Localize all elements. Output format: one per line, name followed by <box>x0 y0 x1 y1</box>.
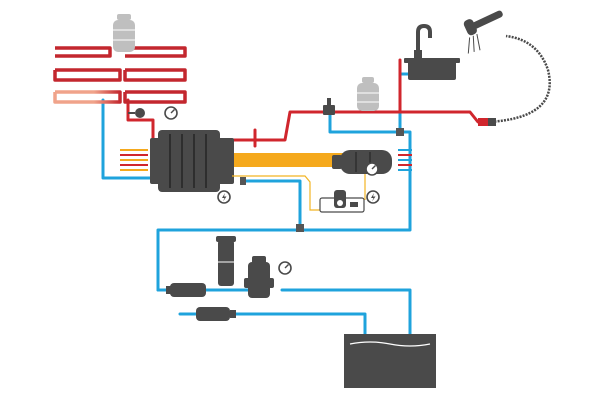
gauge-icon-coil <box>164 106 178 120</box>
coil-segment-faded <box>53 90 122 104</box>
hot-water-lines <box>126 58 490 148</box>
wire-engine-panel <box>232 175 322 211</box>
shower-head-icon <box>463 10 503 54</box>
expansion-tank-mid <box>357 77 379 111</box>
water-tank <box>344 334 436 388</box>
shower-hose <box>487 34 551 124</box>
lightning-bolt-icon-panel <box>366 190 380 204</box>
lightning-bolt-icon-engine <box>217 190 231 204</box>
filter-primary <box>166 283 206 297</box>
shower <box>463 10 551 126</box>
generator-heater <box>332 150 392 174</box>
heat-exchanger-coil <box>53 46 187 104</box>
hot-line-to-shower <box>230 110 490 142</box>
expansion-tank-top <box>113 14 135 52</box>
cold-line-coil-return <box>101 98 154 180</box>
cold-line-right-branch <box>328 113 402 134</box>
pressure-accumulator <box>216 236 236 286</box>
cold-line-engine-loop <box>241 179 302 226</box>
control-wiring <box>232 174 366 211</box>
filter-inlet <box>196 307 236 321</box>
coil-segment-mid <box>53 68 187 82</box>
exhaust-fins-left <box>120 149 148 171</box>
mixing-valve <box>323 98 335 115</box>
engine <box>150 130 234 192</box>
gauge-icon-pump <box>278 261 292 275</box>
coil-segment-top <box>55 46 187 58</box>
faucet-icon <box>416 23 432 58</box>
cold-water-lines <box>101 72 412 338</box>
exhaust-fins-right <box>398 149 412 171</box>
sink <box>404 23 460 80</box>
coil-segment-low <box>123 90 187 104</box>
gauge-icon-heater <box>365 162 379 176</box>
water-pump <box>244 256 274 298</box>
temperature-sensor <box>128 108 145 118</box>
cold-line-inlet <box>178 312 367 338</box>
cold-line-main <box>156 130 412 292</box>
exhaust-pipe <box>120 149 412 171</box>
control-panel <box>319 190 365 213</box>
hot-line-engine-top <box>126 98 155 140</box>
fittings <box>240 118 488 232</box>
